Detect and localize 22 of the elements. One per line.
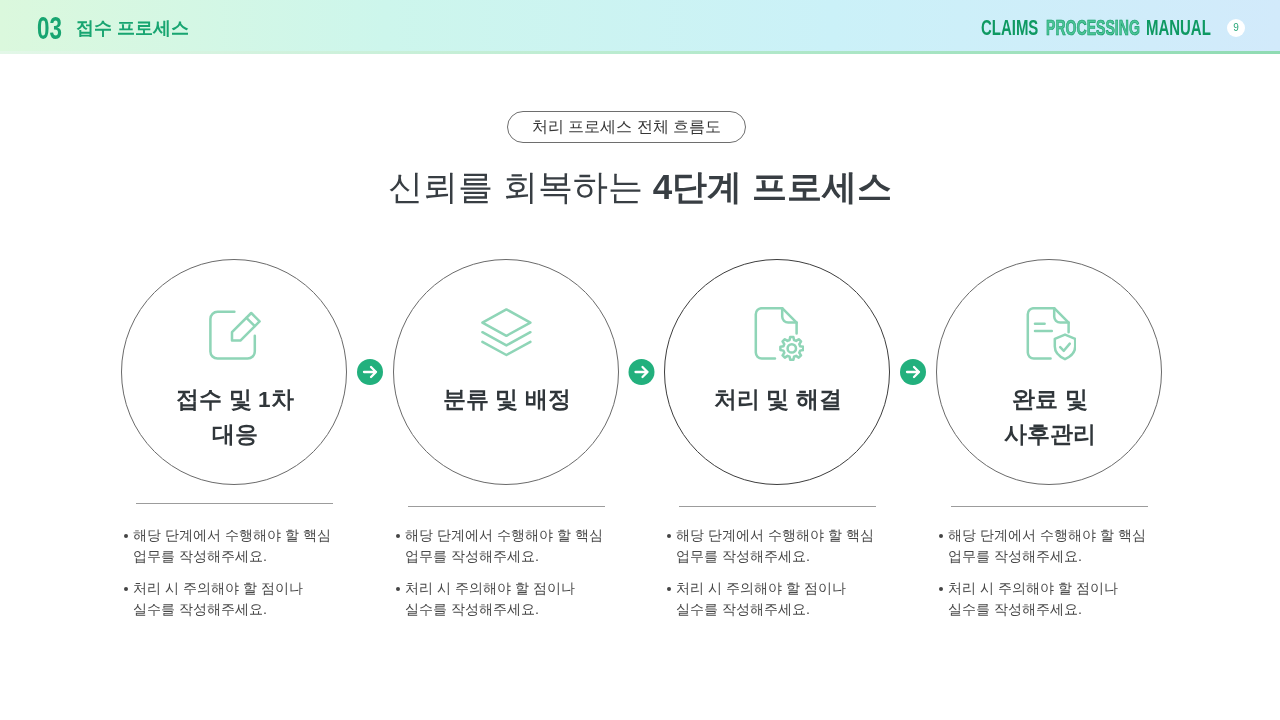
bullet-text: 처리 시 주의해야 할 점이나 실수를 작성해주세요. [124,578,340,620]
manual-title: PROCESSING [1046,16,1140,39]
tag-pill: 처리 프로세스 전체 흐름도 [507,111,746,143]
step-title: 분류 및 배정 [442,386,572,414]
section-title: 접수 프로세스 [76,19,189,37]
section-number: 03 [37,12,62,44]
step-title: 완료 및 사후관리 [1003,386,1097,449]
arrow [628,359,655,385]
bullet-text: 해당 단계에서 수행해야 할 핵심 업무를 작성해주세요. [396,525,612,567]
manual-title: CLAIMS [981,16,1039,39]
bullet-text: 해당 단계에서 수행해야 할 핵심 업무를 작성해주세요. [124,525,340,567]
bullet-text: 처리 시 주의해야 할 점이나 실수를 작성해주세요. [939,578,1155,620]
arrow [900,359,926,385]
step-title: 접수 및 1차 대응 [175,386,295,449]
bullet-text: 처리 시 주의해야 할 점이나 실수를 작성해주세요. [396,578,612,620]
bullet-text: 해당 단계에서 수행해야 할 핵심 업무를 작성해주세요. [939,525,1155,567]
manual-title: MANUAL [1146,16,1211,39]
diagram-title: 신뢰를 회복하는 4단계 프로세스 [388,166,892,208]
arrow [357,359,383,385]
step-title: 처리 및 해결 [713,386,843,414]
bullet-text: 처리 시 주의해야 할 점이나 실수를 작성해주세요. [667,578,883,620]
bullet-text: 해당 단계에서 수행해야 할 핵심 업무를 작성해주세요. [667,525,883,567]
